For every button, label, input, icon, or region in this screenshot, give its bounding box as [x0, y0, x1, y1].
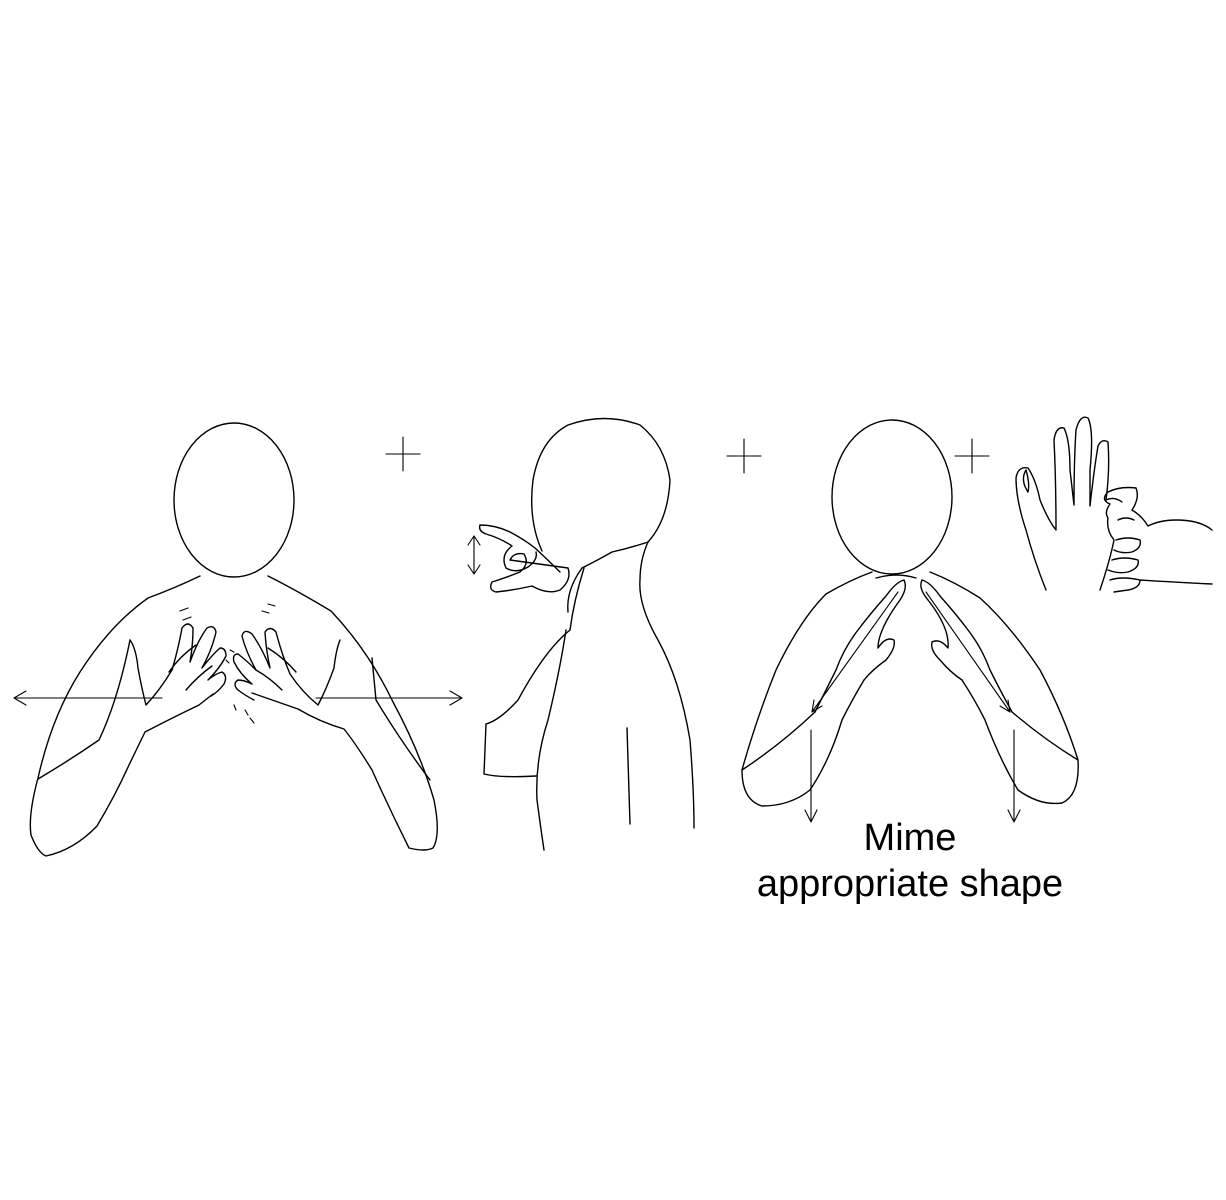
right-hand	[920, 579, 1013, 713]
plus-separator-3	[954, 438, 990, 474]
panel-2-figure	[467, 417, 695, 851]
left-hand	[814, 579, 907, 713]
neck-back	[639, 541, 695, 829]
body-outline	[741, 571, 873, 807]
body-outline	[29, 575, 214, 857]
left-hand	[129, 623, 227, 706]
plus-separator-1	[385, 436, 421, 472]
arrow-up-down	[467, 535, 481, 575]
panel-4-hands	[1015, 416, 1213, 593]
caption: Mime appropriate shape	[700, 815, 1120, 907]
arrow-down-left	[804, 729, 818, 823]
arrow-down-right	[1007, 729, 1021, 823]
panel-1-figure	[13, 422, 463, 857]
open-hand	[1015, 416, 1110, 591]
caption-line-1: Mime	[863, 817, 957, 859]
panel-3-figure	[741, 419, 1079, 823]
right-hand	[232, 627, 341, 706]
torso-front	[485, 567, 585, 725]
arrow-right	[315, 690, 463, 706]
head-profile	[531, 417, 671, 569]
head-outline	[173, 422, 295, 578]
plus-separator-2	[726, 438, 762, 474]
pointing-hand	[1099, 486, 1213, 593]
arrow-left	[13, 690, 163, 706]
hand-at-mouth	[478, 524, 570, 593]
caption-line-2: appropriate shape	[756, 863, 1064, 905]
head-outline	[831, 419, 953, 575]
